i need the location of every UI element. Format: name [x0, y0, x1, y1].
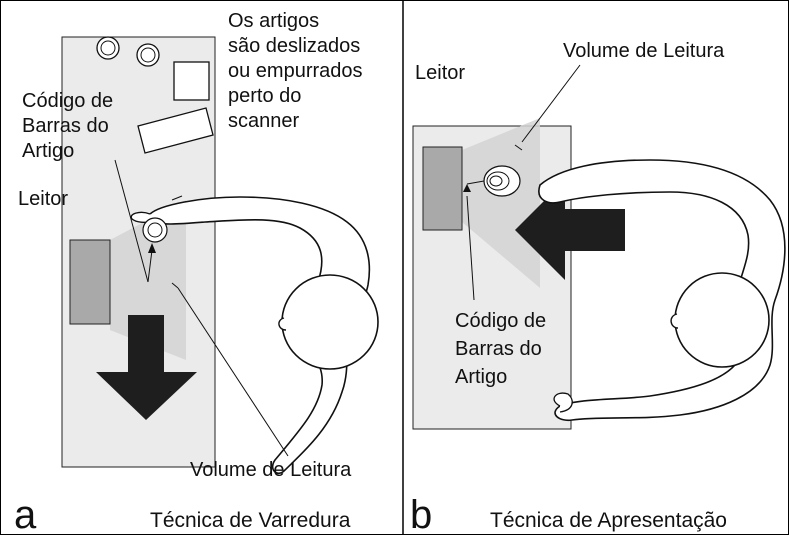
- barcode-label-b-line-2: Barras do: [455, 338, 542, 360]
- item-barcode-a: [142, 217, 168, 243]
- items-note-line-2: são deslizados: [228, 35, 360, 57]
- caption-b: Técnica de Apresentação: [490, 509, 727, 532]
- arm-outline-b: [538, 159, 786, 422]
- barcode-label-a-line-1: Código de: [22, 90, 113, 112]
- ear-a: [278, 317, 287, 331]
- item-barcode-ring-b: [489, 175, 503, 187]
- item-barcode-ring-a: [147, 222, 163, 238]
- can-item: [136, 43, 160, 67]
- can-item: [96, 36, 120, 60]
- barcode-label-b-line-1: Código de: [455, 310, 546, 332]
- reader-label-b: Leitor: [415, 62, 465, 84]
- note-pointer-a: [171, 195, 183, 201]
- reader-label-a: Leitor: [18, 188, 68, 210]
- volume-tick-b: [514, 144, 523, 151]
- other-hand-b: [553, 392, 573, 413]
- volume-tick-a: [171, 282, 179, 289]
- barcode-pointer-arrowhead: [148, 243, 156, 253]
- can-item-rim: [100, 40, 116, 56]
- move-down-arrow: [96, 315, 197, 420]
- panel-a: Os artigos são deslizados ou empurrados …: [14, 10, 379, 535]
- panel-letter-a: a: [14, 493, 37, 535]
- barcode-pointer-b: [466, 180, 485, 185]
- package-item: [137, 107, 214, 154]
- barcode-label-b-line-3: Artigo: [455, 366, 507, 388]
- reader-b: [422, 146, 463, 231]
- head-b: [674, 272, 770, 368]
- item-barcode-b: [486, 171, 510, 191]
- head-a: [281, 274, 379, 370]
- items-note-line-4: perto do: [228, 85, 301, 107]
- box-item: [173, 61, 210, 101]
- volume-label-a: Volume de Leitura: [190, 459, 352, 481]
- ear-b: [670, 313, 679, 329]
- barcode-label-a-line-2: Barras do: [22, 115, 109, 137]
- barcode-label-a-line-3: Artigo: [22, 140, 74, 162]
- volume-pointer-a: [177, 287, 289, 457]
- items-note-line-1: Os artigos: [228, 10, 319, 32]
- panel-b: Volume de Leitura Leitor Código de Barra…: [410, 40, 786, 535]
- barcode-pointer-b: [466, 195, 475, 301]
- volume-pointer-b: [521, 64, 581, 143]
- scan-volume-b: [462, 118, 540, 288]
- barcode-pointer-arrowhead-b: [463, 184, 471, 192]
- can-item-rim: [140, 47, 156, 63]
- move-left-arrow: [515, 180, 625, 280]
- items-note-line-5: scanner: [228, 110, 299, 132]
- items-note-line-3: ou empurrados: [228, 60, 363, 82]
- panel-letter-b: b: [410, 493, 432, 535]
- barcode-pointer-a: [147, 249, 153, 283]
- reader-a: [69, 239, 111, 325]
- volume-label-b: Volume de Leitura: [563, 40, 725, 62]
- barcode-pointer-a: [114, 159, 149, 283]
- caption-a: Técnica de Varredura: [150, 509, 351, 532]
